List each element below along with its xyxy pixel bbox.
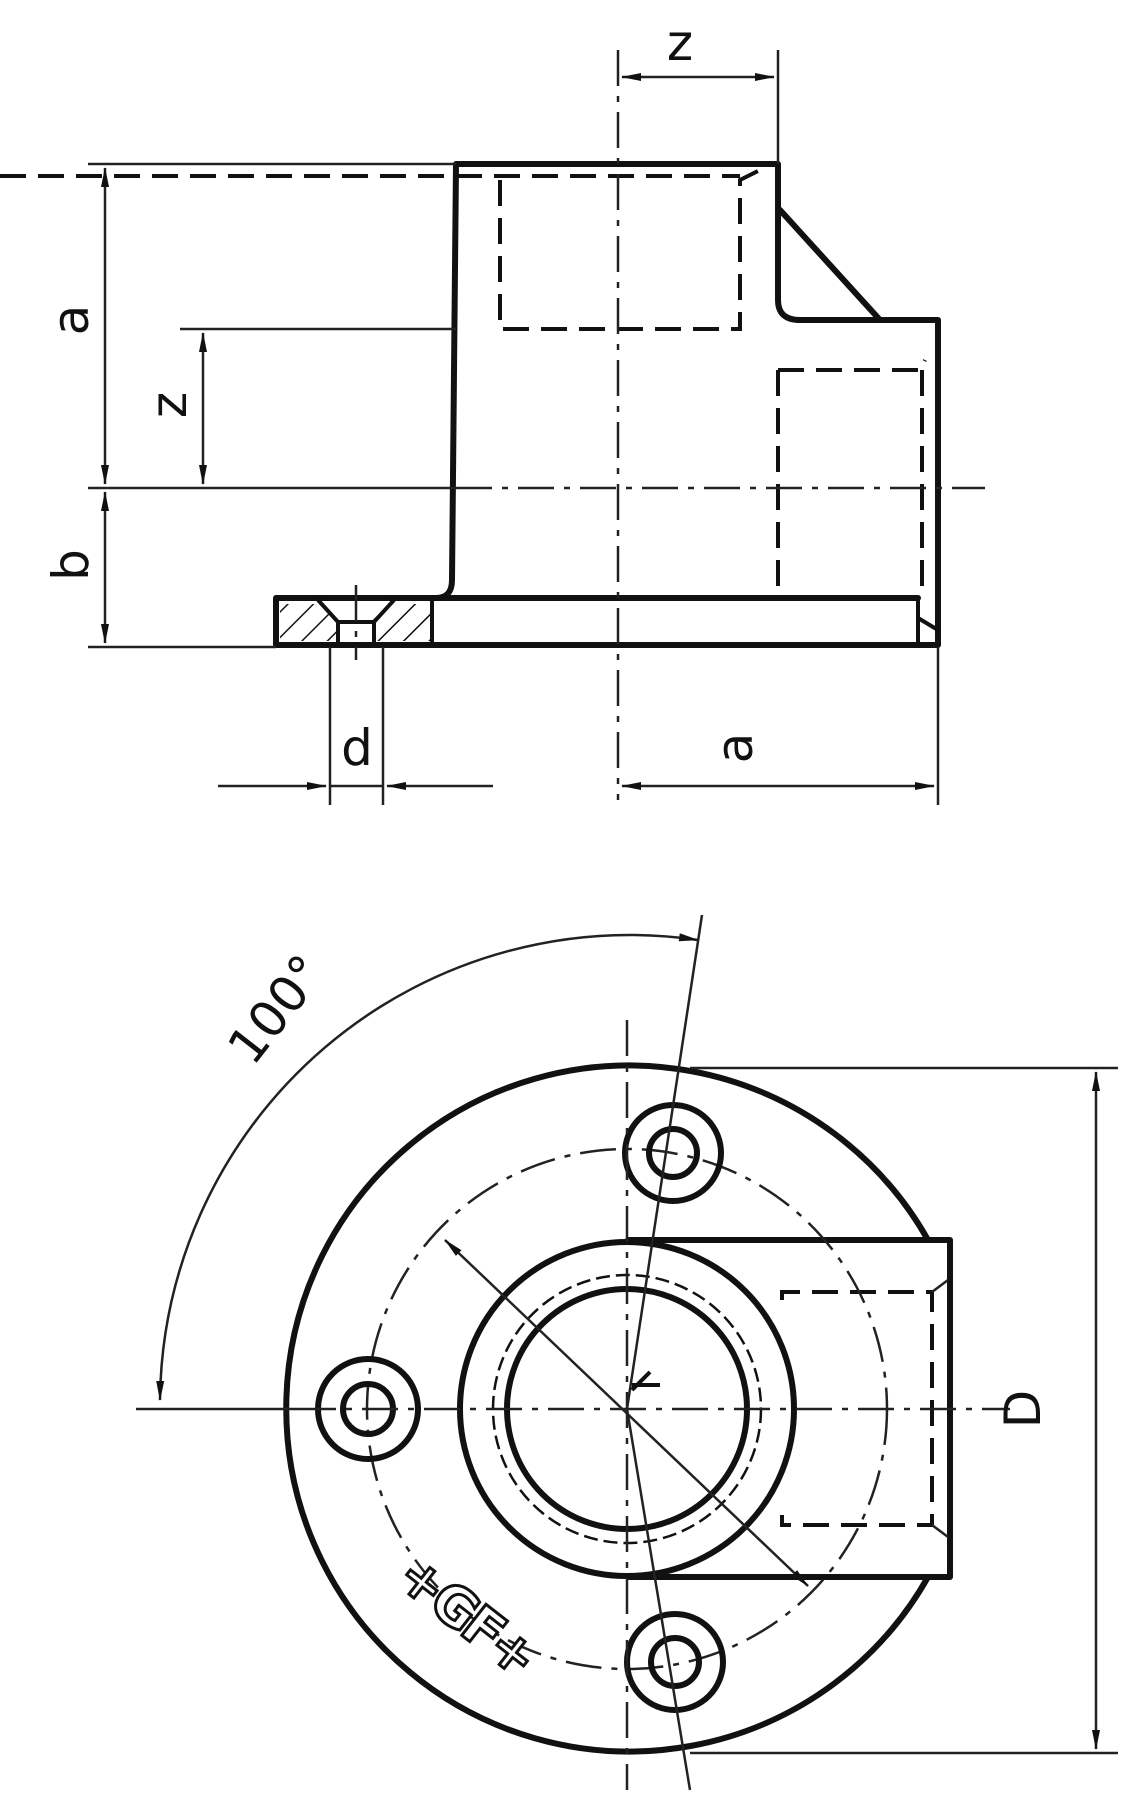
- label-angle: 100°: [217, 944, 337, 1075]
- hidden-socket-lines: [0, 168, 927, 598]
- plan-view: 100° D +GF+: [136, 914, 1118, 1791]
- chamfer-line-top: [931, 1279, 949, 1293]
- angle-arc: [156, 933, 699, 1401]
- chamfer-line-bottom: [931, 1524, 949, 1538]
- gf-logo: +GF+: [386, 1543, 547, 1689]
- label-D: D: [994, 1390, 1052, 1429]
- label-d: d: [341, 719, 373, 777]
- side-view: z a z b d a: [0, 14, 985, 805]
- flange-section: [280, 598, 434, 645]
- body-outline: [273, 161, 941, 648]
- label-z-top: z: [667, 14, 693, 72]
- label-b-vertical: b: [42, 549, 100, 581]
- label-z-vertical: z: [140, 392, 198, 418]
- thread-marker: [630, 1370, 660, 1392]
- label-a-vertical: a: [42, 305, 100, 336]
- label-a-horizontal: a: [706, 733, 764, 764]
- radial-line-top: [625, 914, 704, 1410]
